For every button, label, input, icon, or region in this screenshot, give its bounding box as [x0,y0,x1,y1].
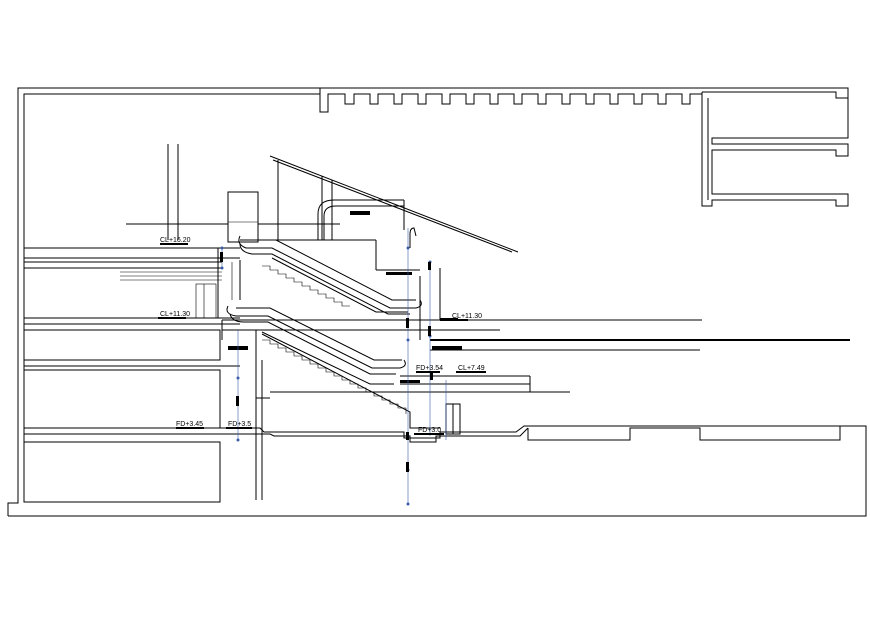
dimension-lines [220,227,447,506]
level-label-mid-right: CL+11.30 [452,313,482,320]
level-label-ground-mid: FD+3.5 [228,421,251,428]
right-upper-rooms [701,92,849,207]
lower-slabs [256,268,570,435]
level-label-top-left: CL+16.20 [160,237,191,244]
sloped-canopy [126,155,519,253]
left-rooms [23,247,260,503]
level-label-lower-center: FD+3.54 [416,365,443,372]
level-labels: CL+16.20 CL+11.30 CL+11.30 FD+3.54 CL+7.… [158,237,486,435]
level-label-lower-right: CL+7.49 [458,365,485,372]
roof-crenellation [319,87,849,113]
ground-floor [24,425,866,443]
level-label-mid-left: CL+11.30 [160,311,190,318]
level-label-ground-left: FD+3.45 [176,421,203,428]
mid-slab [221,318,850,351]
building-outline [7,87,867,517]
escalator-upper [231,235,422,315]
level-label-bottom-center: FD+3.0 [418,427,441,434]
